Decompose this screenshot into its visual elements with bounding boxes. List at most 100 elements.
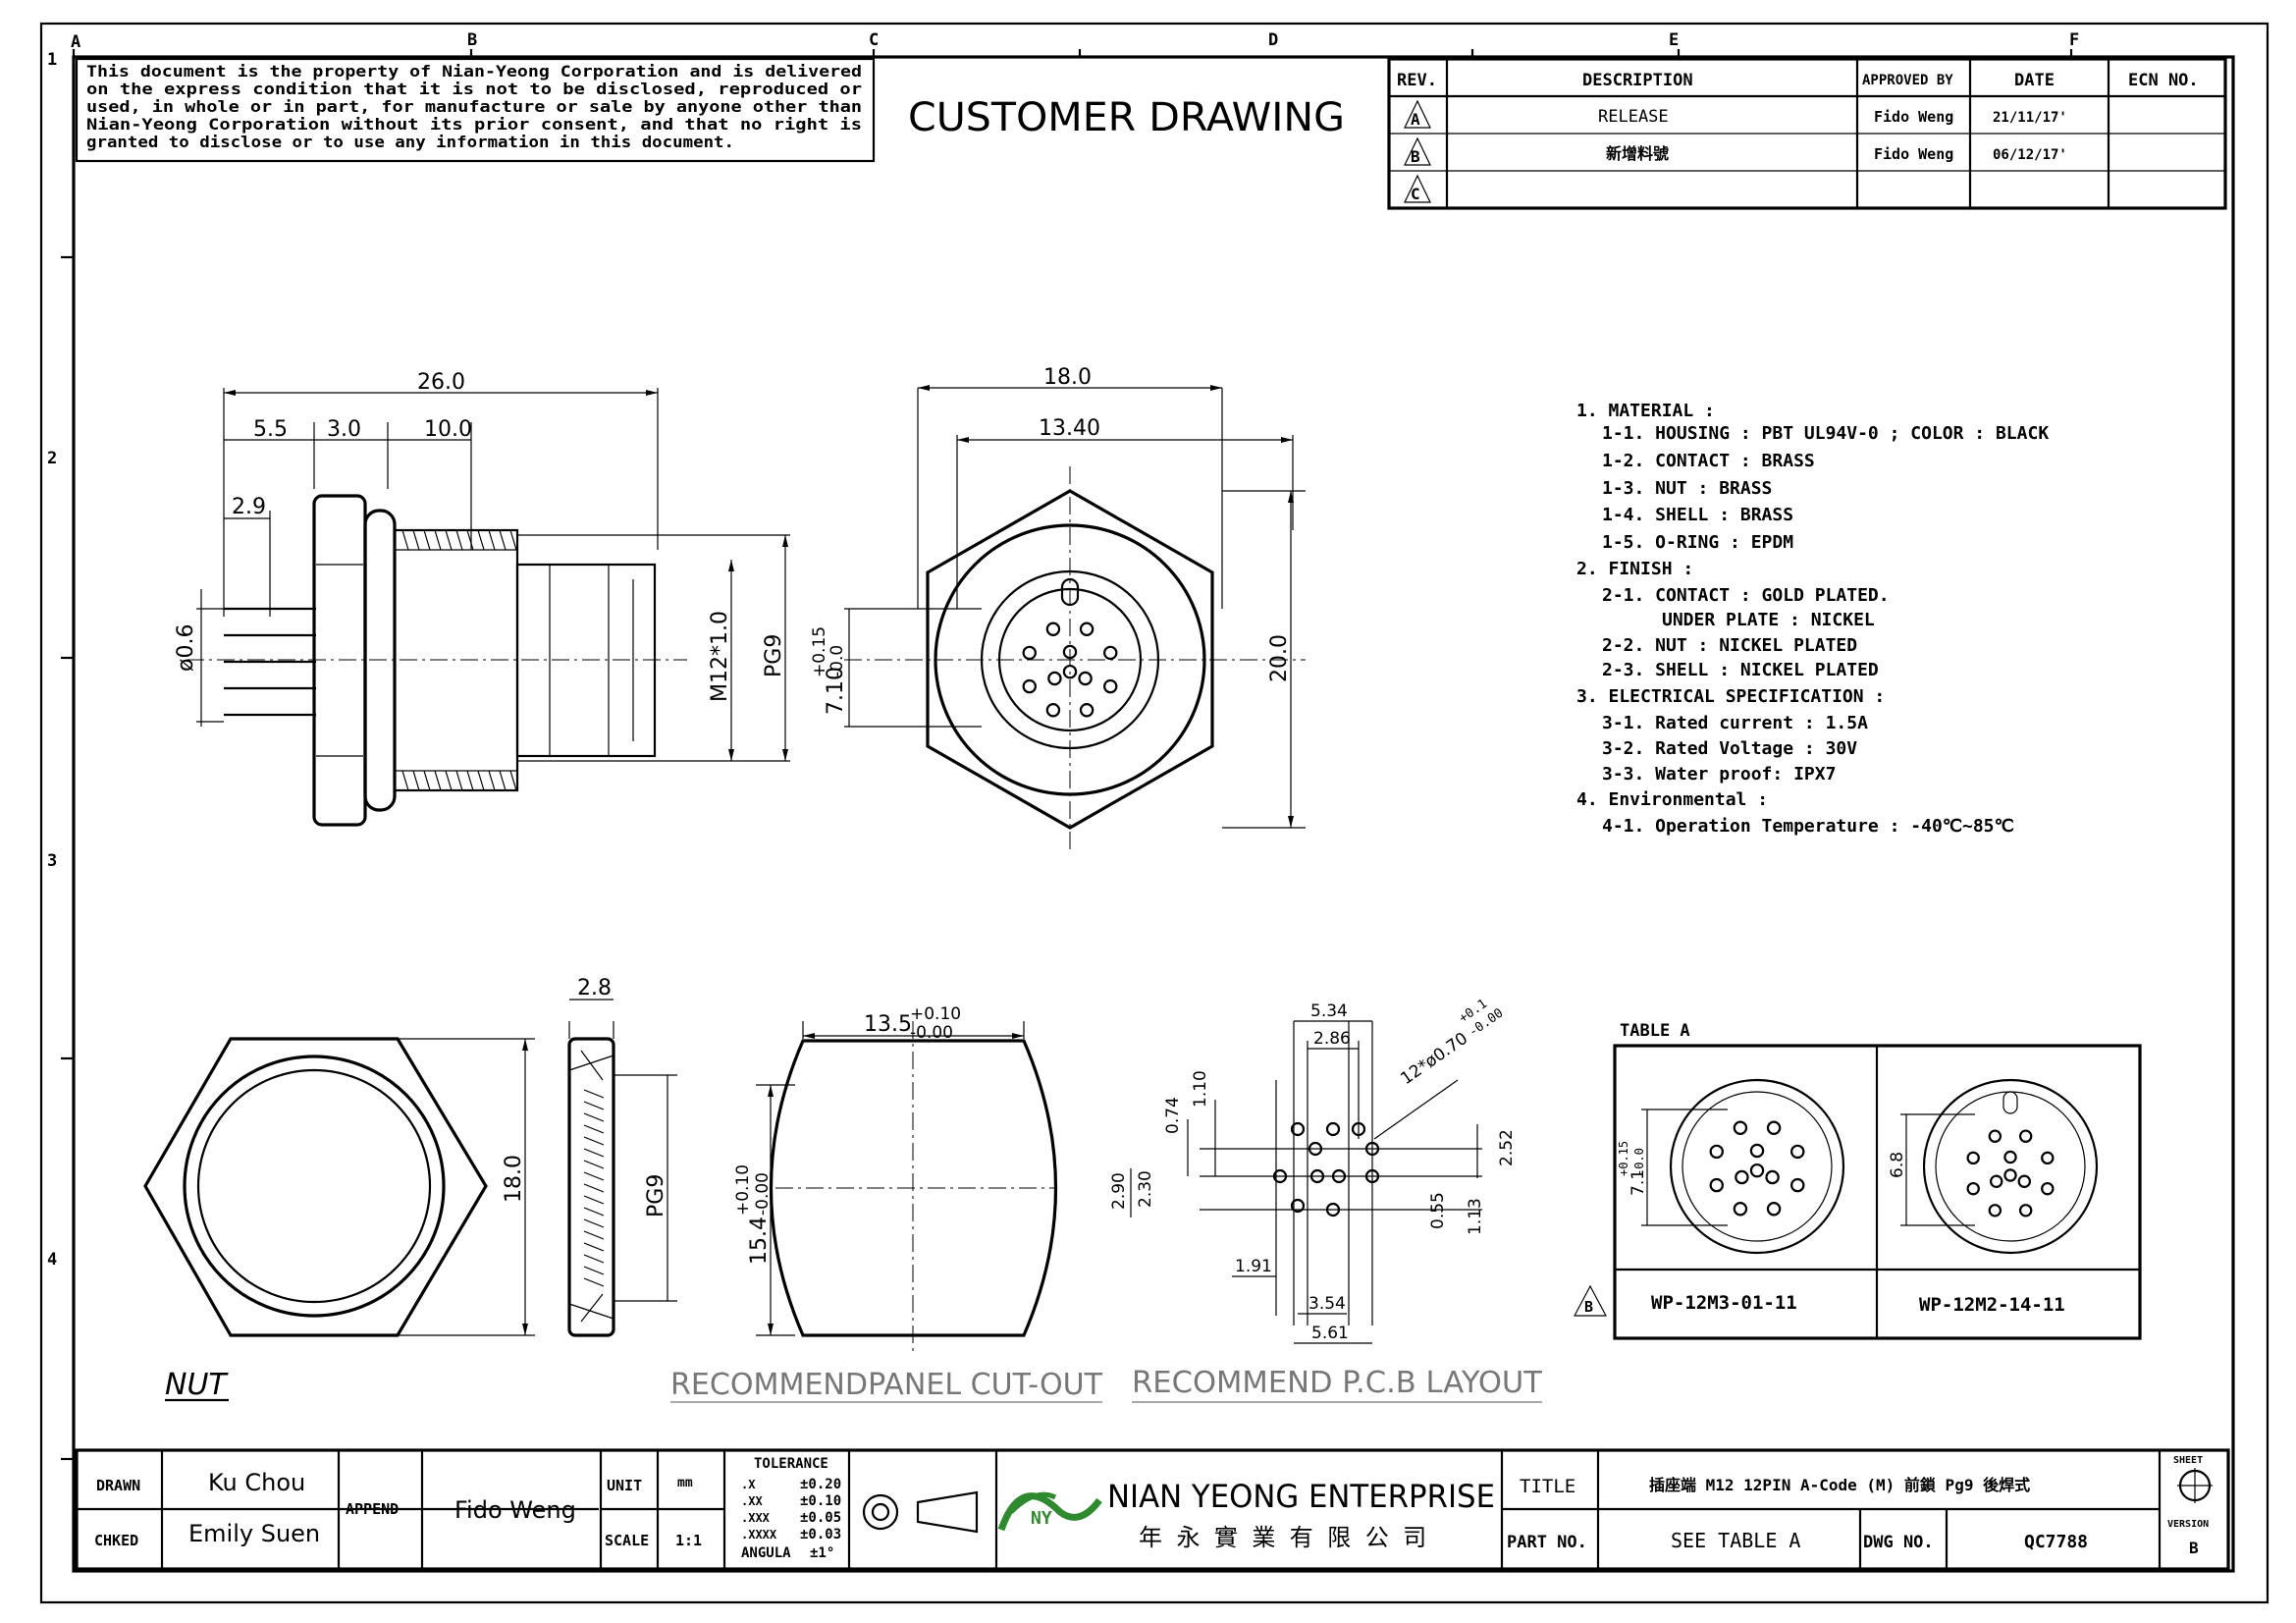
ecn-header: ECN NO. (2128, 71, 2199, 90)
notice-line-2: on the express condition that it is not … (86, 80, 862, 98)
rev-a-date: 21/11/17' (1993, 110, 2067, 126)
chked-label: CHKED (94, 1532, 138, 1549)
proprietary-notice: This document is the property of Nian-Ye… (75, 57, 876, 163)
tol-xxx-val: ±0.05 (800, 1510, 841, 1526)
table-a-left-pin (1766, 1120, 1782, 1135)
front-width: 18.0 (1043, 365, 1092, 390)
table-a-right-pin (2003, 1150, 2017, 1164)
thread-line (488, 529, 496, 551)
thread-line (423, 529, 431, 551)
nut-thread-line (583, 1112, 605, 1122)
grid-col-e: E (1669, 30, 1679, 50)
unit-value: mm (677, 1476, 693, 1490)
nut-thread-line (583, 1254, 605, 1264)
nut-thread-line (583, 1207, 605, 1217)
description-header: DESCRIPTION (1582, 71, 1693, 90)
title-label: TITLE (1520, 1476, 1575, 1497)
version-label: VERSION (2167, 1519, 2209, 1530)
rev-header: REV. (1397, 71, 1437, 90)
thread-line (401, 529, 409, 551)
front-view: 18.0 13.40 20.0 7.10 +0.15 -0.0 (810, 365, 1306, 854)
note-3: 3. ELECTRICAL SPECIFICATION : (1576, 686, 1885, 707)
company-name: NIAN YEONG ENTERPRISE (1107, 1478, 1495, 1515)
nut-view: 18.0 NUT 2.8 PG9 (143, 976, 677, 1402)
table-a-left-pin (1790, 1177, 1805, 1193)
unit-label: UNIT (607, 1477, 642, 1494)
rev-a-approved: Fido Weng (1874, 108, 1953, 126)
table-a-part-left: WP-12M3-01-11 (1651, 1292, 1797, 1314)
version-value: B (2189, 1539, 2199, 1557)
nut-thread-line (583, 1266, 605, 1275)
pcb-label: RECOMMEND P.C.B LAYOUT (1132, 1366, 1543, 1400)
dim-thread: M12*1.0 (708, 611, 732, 702)
svg-text:NY: NY (1031, 1508, 1052, 1529)
sheet-target-icon (2177, 1468, 2213, 1503)
nut-thread-line (583, 1124, 605, 1134)
cutout-label: RECOMMENDPANEL CUT-OUT (670, 1368, 1103, 1402)
tol-xxxx-val: ±0.03 (800, 1527, 841, 1542)
company-logo-icon: NY (997, 1491, 1102, 1532)
thread-line (445, 529, 453, 551)
front-offset-tol-dn: -0.0 (828, 645, 847, 677)
thread-line (477, 529, 485, 551)
table-a-left-pin (1790, 1144, 1805, 1160)
rev-mark-a: A (1411, 110, 1420, 129)
notice-line-1: This document is the property of Nian-Ye… (86, 62, 862, 81)
thread-line (509, 770, 517, 791)
note-3-2: 3-2. Rated Voltage : 30V (1602, 738, 1857, 759)
table-a-right-pin (2017, 1174, 2031, 1188)
table-a-left-pin (1733, 1120, 1748, 1135)
nut-pg: PG9 (644, 1174, 668, 1217)
front-height: 20.0 (1267, 634, 1292, 682)
front-pin (1022, 645, 1037, 661)
nut-thread-line (583, 1148, 605, 1158)
cutout-width-tol-dn: -0.00 (910, 1023, 953, 1043)
table-a-left-tol-up: +0.15 (1617, 1141, 1630, 1176)
table-a-left-dim: 7.1 (1629, 1169, 1648, 1196)
date-header: DATE (2014, 71, 2055, 90)
note-2-1: 2-1. CONTACT : GOLD PLATED. (1602, 585, 1890, 606)
table-a-left-connector (1669, 1078, 1845, 1255)
table-a-right-connector (1922, 1078, 2099, 1255)
approved-by-header: APPROVED BY (1862, 73, 1953, 88)
table-a-left-pin (1709, 1177, 1724, 1193)
thread-line (509, 529, 517, 551)
partno-label: PART NO. (1507, 1533, 1587, 1552)
tol-xxxx-key: .XXXX (741, 1528, 777, 1542)
rev-mark-c: C (1411, 185, 1420, 203)
front-pin (1047, 671, 1062, 686)
rev-a-description: RELEASE (1598, 107, 1669, 127)
grid-markers: A B C D E F 1 2 3 4 (47, 30, 2079, 1461)
nut-thread-line (583, 1195, 605, 1205)
tol-xx-key: .XX (741, 1494, 763, 1508)
thread-line (412, 770, 420, 791)
table-a-left-pin (1709, 1144, 1724, 1160)
pcb-d286: 2.86 (1313, 1029, 1351, 1049)
note-1-3: 1-3. NUT : BRASS (1602, 478, 1772, 499)
thread-line (499, 770, 507, 791)
table-a: TABLE A 7.1 +0.15 -0.0 6.8 B WP-12M3-01-… (1574, 1021, 2142, 1340)
note-3-3: 3-3. Water proof: IPX7 (1602, 764, 1836, 784)
rev-row-a: A RELEASE Fido Weng 21/11/17' (1404, 99, 2067, 129)
projection-symbol-icon (862, 1490, 979, 1534)
nut-thread-line (583, 1101, 605, 1110)
grid-col-f: F (2069, 30, 2079, 50)
notes: 1. MATERIAL : 1-1. HOUSING : PBT UL94V-0… (1576, 401, 2049, 837)
thread-line (434, 529, 442, 551)
chked-name: Emily Suen (188, 1520, 320, 1547)
cutout-height-tol-up: +0.10 (733, 1164, 753, 1216)
pcb-layout: 5.34 2.86 0.74 1.10 12*ø0.70 +0.1 -0.00 … (1109, 997, 1543, 1403)
pcb-d354: 3.54 (1308, 1294, 1346, 1314)
table-a-left-pin (1765, 1169, 1780, 1185)
note-1-1: 1-1. HOUSING : PBT UL94V-0 ; COLOR : BLA… (1602, 423, 2049, 444)
thread-line (423, 770, 431, 791)
tol-x-key: .X (741, 1478, 756, 1491)
notice-line-4: Nian-Yeong Corporation without its prior… (86, 115, 862, 134)
drawn-name: Ku Chou (208, 1469, 305, 1496)
table-a-right-pin (2041, 1181, 2055, 1196)
dim-pin-dia: ø0.6 (174, 624, 198, 672)
grid-col-b: B (467, 30, 477, 50)
pcb-d074: 0.74 (1163, 1097, 1183, 1134)
table-a-right-pin (1988, 1129, 2002, 1143)
